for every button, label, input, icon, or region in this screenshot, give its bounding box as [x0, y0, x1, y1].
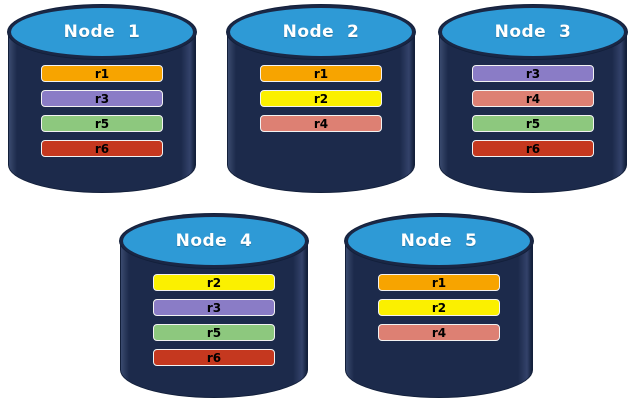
replica-bar-r5: r5	[153, 324, 275, 341]
replica-bar-r1: r1	[41, 65, 163, 82]
node-1-title: Node 1	[63, 22, 141, 42]
replica-bar-r1: r1	[378, 274, 500, 291]
db-node-4: Node 4 r2 r3 r5 r6	[120, 214, 308, 398]
replica-bar-r4: r4	[472, 90, 594, 107]
replica-bar-r5: r5	[41, 115, 163, 132]
node-5-replica-list: r1 r2 r4	[378, 274, 500, 341]
replica-bar-r4: r4	[378, 324, 500, 341]
replica-bar-r4: r4	[260, 115, 382, 132]
cylinder-top: Node 5	[345, 214, 533, 268]
replica-bar-r5: r5	[472, 115, 594, 132]
node-5-title: Node 5	[400, 231, 478, 251]
db-node-1: Node 1 r1 r3 r5 r6	[8, 5, 196, 193]
cylinder-top: Node 1	[8, 5, 196, 59]
node-1-replica-list: r1 r3 r5 r6	[41, 65, 163, 157]
cylinder-top: Node 3	[439, 5, 627, 59]
db-node-5: Node 5 r1 r2 r4	[345, 214, 533, 398]
replica-bar-r2: r2	[260, 90, 382, 107]
node-4-title: Node 4	[175, 231, 253, 251]
db-node-2: Node 2 r1 r2 r4	[227, 5, 415, 193]
cylinder-top: Node 4	[120, 214, 308, 268]
replica-bar-r6: r6	[472, 140, 594, 157]
replica-bar-r2: r2	[378, 299, 500, 316]
replica-bar-r3: r3	[472, 65, 594, 82]
node-2-replica-list: r1 r2 r4	[260, 65, 382, 132]
node-3-title: Node 3	[494, 22, 572, 42]
replica-bar-r3: r3	[153, 299, 275, 316]
replica-bar-r2: r2	[153, 274, 275, 291]
node-3-replica-list: r3 r4 r5 r6	[472, 65, 594, 157]
replica-bar-r3: r3	[41, 90, 163, 107]
replica-bar-r1: r1	[260, 65, 382, 82]
replica-bar-r6: r6	[41, 140, 163, 157]
node-2-title: Node 2	[282, 22, 360, 42]
replica-bar-r6: r6	[153, 349, 275, 366]
node-4-replica-list: r2 r3 r5 r6	[153, 274, 275, 366]
db-node-3: Node 3 r3 r4 r5 r6	[439, 5, 627, 193]
cylinder-top: Node 2	[227, 5, 415, 59]
